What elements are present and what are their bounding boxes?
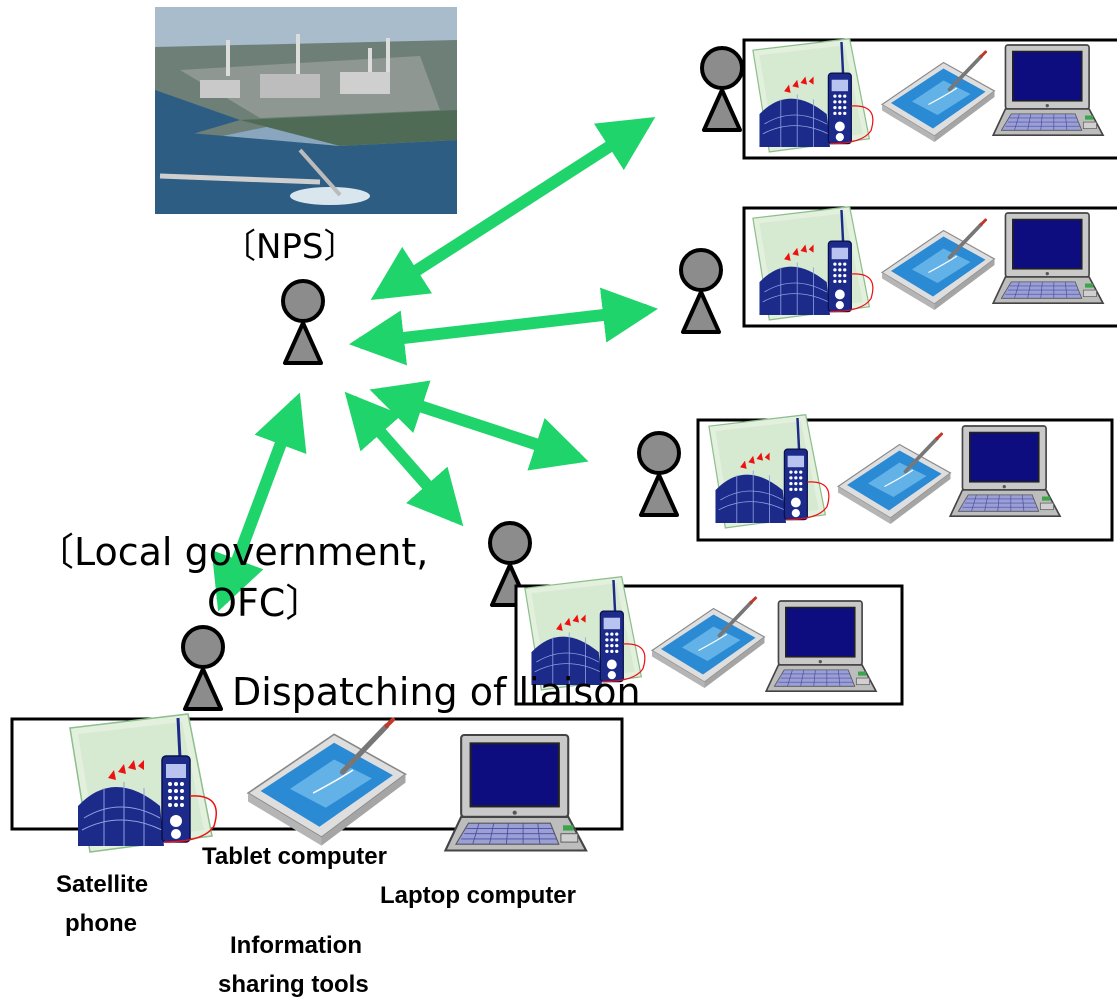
laptop-computer-icon: [444, 733, 588, 852]
label-phone: phone: [65, 910, 137, 937]
label-sharing-tools: sharing tools: [218, 971, 369, 998]
person-icon: [679, 248, 723, 334]
connection-arrows: [211, 117, 658, 612]
laptop-computer-icon: [949, 425, 1061, 518]
tool-group-2: [679, 205, 1117, 334]
label-satellite: Satellite: [56, 871, 148, 898]
label-tablet-computer: Tablet computer: [202, 843, 387, 870]
label-laptop-computer: Laptop computer: [380, 882, 576, 909]
label-information: Information: [230, 932, 362, 959]
tool-group-3: [637, 413, 1114, 542]
label-ofc: OFC〕: [207, 581, 323, 625]
tool-group-local-government: [10, 712, 624, 854]
label-dispatching: Dispatching of liaison: [232, 670, 641, 714]
tool-group-4: [488, 521, 904, 706]
laptop-computer-icon: [992, 44, 1104, 137]
arrow-nps-localgov: [211, 392, 307, 612]
person-icon: [637, 431, 681, 517]
person-icon-local-government: [181, 625, 225, 711]
arrow-nps-user4: [344, 391, 464, 527]
arrow-nps-user3: [369, 380, 589, 471]
satellite-phone-icon: [68, 712, 218, 854]
tablet-computer-icon: [248, 720, 406, 846]
label-local-government: 〔Local government,: [36, 530, 428, 574]
photo-nps: [155, 7, 457, 214]
arrow-nps-user1: [370, 117, 656, 300]
arrow-nps-user2: [349, 287, 658, 366]
label-nps: 〔NPS〕: [222, 227, 358, 267]
laptop-computer-icon: [765, 600, 877, 693]
laptop-computer-icon: [992, 212, 1104, 305]
person-icon: [700, 46, 744, 132]
person-icon-nps: [281, 279, 325, 365]
tool-group-1: [700, 37, 1117, 160]
